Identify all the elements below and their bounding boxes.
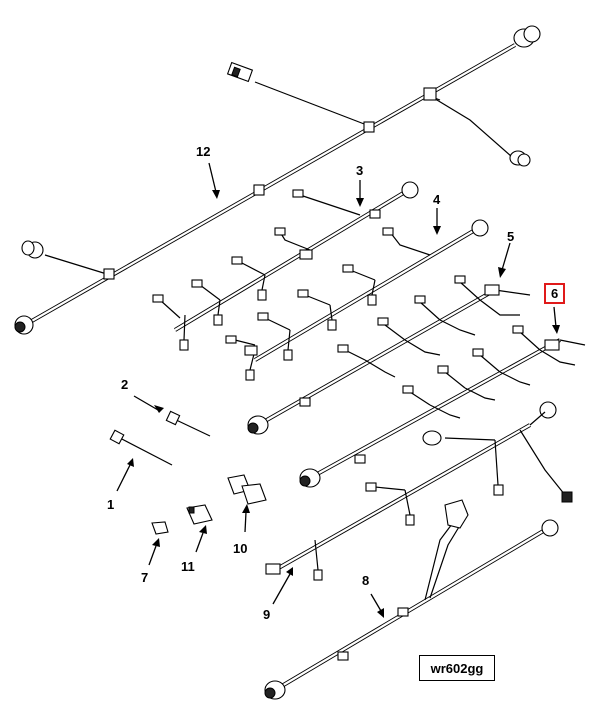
leader-arrows (116, 162, 560, 618)
callout-8: 8 (362, 573, 370, 588)
callout-12: 12 (196, 144, 211, 159)
part-1-bolt (109, 429, 173, 466)
callout-2: 2 (121, 377, 129, 392)
harness-4 (225, 219, 489, 381)
harness-3 (152, 181, 419, 351)
callout-5: 5 (507, 229, 515, 244)
callout-10: 10 (233, 541, 248, 556)
reference-code-box: wr602gg (419, 655, 495, 681)
callout-6-highlighted[interactable]: 6 (544, 283, 566, 304)
callout-11: 11 (181, 559, 195, 574)
harness-12 (14, 25, 541, 335)
part-7-clip (151, 521, 169, 535)
harness-8 (264, 499, 559, 700)
callout-9: 9 (263, 607, 271, 622)
callout-1: 1 (107, 497, 115, 512)
part-2-stud (165, 410, 211, 437)
part-10-connector (227, 474, 267, 505)
callout-3: 3 (356, 163, 364, 178)
callout-7: 7 (141, 570, 149, 585)
harness-5 (247, 275, 531, 435)
reference-code: wr602gg (430, 660, 484, 676)
part-11-connector (186, 504, 213, 525)
harness-6 (299, 325, 586, 488)
harness-9 (265, 401, 573, 581)
callout-4: 4 (433, 192, 441, 207)
